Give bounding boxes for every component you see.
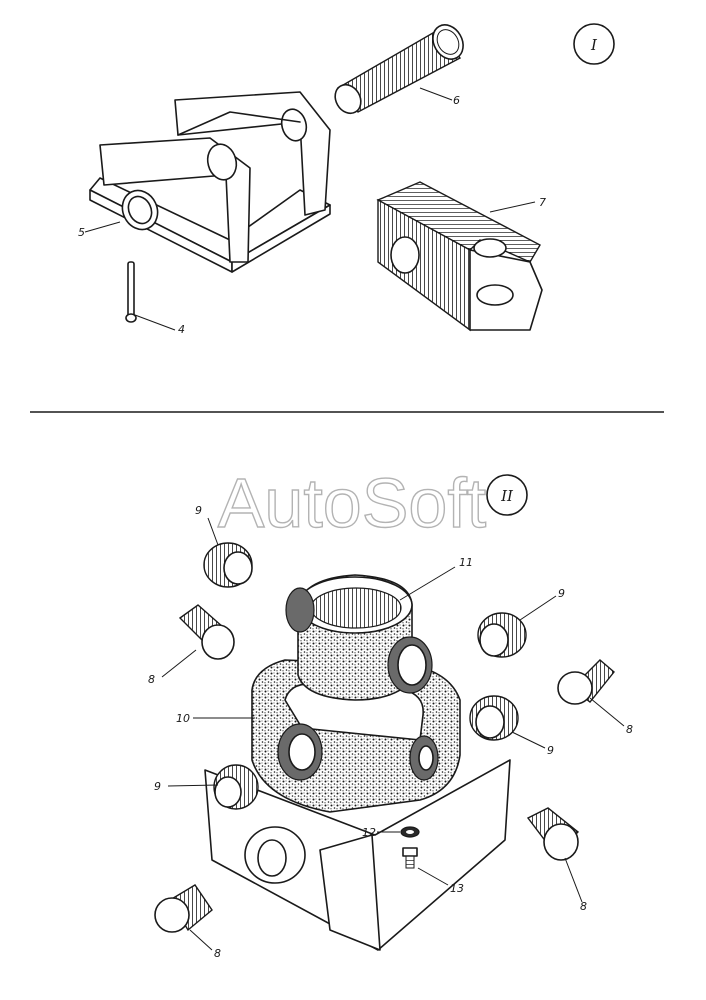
callout-8-a: 8 xyxy=(148,673,155,686)
pin-8-a xyxy=(178,604,235,660)
lower-housing-part xyxy=(251,659,461,813)
section-label-i: I xyxy=(590,36,598,54)
leader-lines-ii xyxy=(161,517,625,951)
callout-4: 4 xyxy=(178,323,185,336)
callout-12: 12 xyxy=(362,826,376,839)
section-marker-ii: II xyxy=(486,474,528,516)
upper-housing-part xyxy=(285,574,433,701)
pin-part xyxy=(334,24,464,115)
callout-5: 5 xyxy=(78,226,85,239)
callout-9-a: 9 xyxy=(195,504,202,517)
bushing-9-c xyxy=(469,695,519,741)
section-ii: II xyxy=(148,474,633,960)
bushing-9-a xyxy=(203,542,253,588)
bushing-9-b xyxy=(477,612,527,658)
bracket-part xyxy=(89,91,331,273)
pin-8-d xyxy=(154,884,213,933)
section-i: I xyxy=(78,23,615,336)
fork-part xyxy=(376,181,543,332)
callout-8-b: 8 xyxy=(626,723,633,736)
callout-7: 7 xyxy=(539,196,546,209)
base-plate-part xyxy=(204,759,511,951)
callout-11: 11 xyxy=(459,556,473,569)
section-marker-i: I xyxy=(573,23,615,65)
callout-9-d: 9 xyxy=(154,780,161,793)
washer-12-part xyxy=(400,826,420,838)
callout-6: 6 xyxy=(453,94,460,107)
callout-8-c: 8 xyxy=(580,900,587,913)
callout-13: 13 xyxy=(450,882,464,895)
leader-lines-i xyxy=(84,87,536,331)
section-label-ii: II xyxy=(500,487,514,505)
screw-13-part xyxy=(402,847,418,869)
callout-9-b: 9 xyxy=(558,587,565,600)
callout-9-c: 9 xyxy=(547,744,554,757)
callout-8-d: 8 xyxy=(214,947,221,960)
pin-8-c xyxy=(526,807,580,861)
bushing-9-d xyxy=(213,764,259,810)
watermark-text: AutoSoft xyxy=(218,464,487,542)
callout-10: 10 xyxy=(176,712,190,725)
split-pin-part xyxy=(125,261,137,323)
pin-8-b xyxy=(557,659,615,705)
